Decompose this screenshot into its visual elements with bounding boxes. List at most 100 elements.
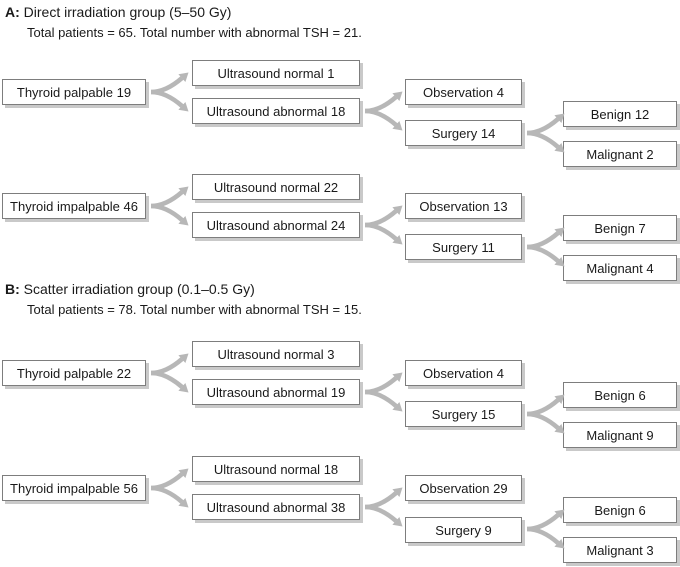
node-label: Ultrasound abnormal bbox=[206, 217, 328, 233]
node-label: Malignant bbox=[586, 542, 643, 558]
node-value: 38 bbox=[330, 499, 346, 515]
fork-arrow bbox=[148, 462, 194, 514]
node-thyroid-palpable: Thyroid palpable 22 bbox=[2, 360, 146, 386]
node-label: Surgery bbox=[435, 522, 481, 538]
node-ultrasound-normal: Ultrasound normal 3 bbox=[192, 341, 360, 367]
node-value: 19 bbox=[330, 384, 346, 400]
node-observation: Observation 29 bbox=[405, 475, 522, 501]
node-observation: Observation 13 bbox=[405, 193, 522, 219]
node-benign: Benign 12 bbox=[563, 101, 677, 127]
group-b-subtitle: Total patients = 78. Total number with a… bbox=[27, 302, 362, 317]
node-benign: Benign 7 bbox=[563, 215, 677, 241]
node-benign: Benign 6 bbox=[563, 497, 677, 523]
fork-arrow bbox=[362, 199, 408, 251]
node-value: 46 bbox=[123, 198, 138, 214]
node-value: 13 bbox=[493, 198, 508, 214]
node-value: 22 bbox=[323, 179, 339, 195]
node-label: Benign bbox=[594, 387, 635, 403]
node-label: Ultrasound normal bbox=[217, 65, 324, 81]
node-value: 56 bbox=[123, 480, 138, 496]
node-value: 9 bbox=[646, 427, 654, 443]
node-value: 24 bbox=[330, 217, 346, 233]
node-value: 14 bbox=[480, 125, 496, 141]
node-thyroid-impalpable: Thyroid impalpable 56 bbox=[2, 475, 146, 501]
node-label: Surgery bbox=[432, 239, 478, 255]
node-label: Observation bbox=[423, 365, 494, 381]
node-ultrasound-normal: Ultrasound normal 22 bbox=[192, 174, 360, 200]
node-value: 4 bbox=[496, 365, 504, 381]
node-label: Ultrasound normal bbox=[217, 346, 324, 362]
fork-arrow bbox=[524, 388, 570, 440]
node-label: Ultrasound abnormal bbox=[206, 103, 328, 119]
group-a-letter: A: bbox=[5, 4, 20, 20]
node-label: Thyroid impalpable bbox=[10, 480, 120, 496]
group-b-letter: B: bbox=[5, 281, 20, 297]
fork-arrow bbox=[148, 347, 194, 399]
node-label: Thyroid palpable bbox=[16, 365, 114, 381]
node-label: Benign bbox=[594, 502, 635, 518]
node-label: Surgery bbox=[431, 125, 478, 141]
node-value: 7 bbox=[638, 220, 646, 236]
node-value: 18 bbox=[323, 461, 339, 477]
node-label: Observation bbox=[419, 198, 490, 214]
node-value: 4 bbox=[496, 84, 504, 100]
node-label: Thyroid palpable bbox=[16, 84, 114, 100]
node-value: 6 bbox=[638, 502, 646, 518]
node-label: Observation bbox=[423, 84, 494, 100]
node-value: 29 bbox=[493, 480, 508, 496]
node-label: Malignant bbox=[586, 260, 643, 276]
node-surgery: Surgery 11 bbox=[405, 234, 522, 260]
node-malignant: Malignant 2 bbox=[563, 141, 677, 167]
node-value: 22 bbox=[116, 365, 132, 381]
node-ultrasound-abnormal: Ultrasound abnormal 18 bbox=[192, 98, 360, 124]
fork-arrow bbox=[362, 481, 408, 533]
node-value: 15 bbox=[480, 406, 496, 422]
fork-arrow bbox=[148, 66, 194, 118]
node-label: Benign bbox=[594, 220, 635, 236]
group-a-heading: A: Direct irradiation group (5–50 Gy) bbox=[5, 4, 231, 20]
node-label: Thyroid impalpable bbox=[10, 198, 120, 214]
node-label: Observation bbox=[419, 480, 490, 496]
node-value: 18 bbox=[330, 103, 346, 119]
fork-arrow bbox=[524, 503, 570, 555]
node-value: 4 bbox=[646, 260, 654, 276]
fork-arrow bbox=[524, 107, 570, 159]
node-value: 19 bbox=[116, 84, 132, 100]
fork-arrow bbox=[524, 221, 570, 273]
node-ultrasound-normal: Ultrasound normal 18 bbox=[192, 456, 360, 482]
node-observation: Observation 4 bbox=[405, 79, 522, 105]
node-thyroid-impalpable: Thyroid impalpable 46 bbox=[2, 193, 146, 219]
group-b-title: Scatter irradiation group (0.1–0.5 Gy) bbox=[23, 281, 255, 297]
fork-arrow bbox=[148, 180, 194, 232]
node-surgery: Surgery 9 bbox=[405, 517, 522, 543]
node-value: 12 bbox=[634, 106, 650, 122]
node-malignant: Malignant 9 bbox=[563, 422, 677, 448]
fork-arrow bbox=[362, 366, 408, 418]
node-label: Ultrasound abnormal bbox=[206, 384, 328, 400]
node-ultrasound-abnormal: Ultrasound abnormal 24 bbox=[192, 212, 360, 238]
node-ultrasound-abnormal: Ultrasound abnormal 19 bbox=[192, 379, 360, 405]
node-value: 1 bbox=[327, 65, 335, 81]
node-value: 3 bbox=[646, 542, 654, 558]
node-observation: Observation 4 bbox=[405, 360, 522, 386]
node-label: Malignant bbox=[586, 146, 643, 162]
node-value: 6 bbox=[638, 387, 646, 403]
node-surgery: Surgery 15 bbox=[405, 401, 522, 427]
group-a-subtitle: Total patients = 65. Total number with a… bbox=[27, 25, 362, 40]
node-benign: Benign 6 bbox=[563, 382, 677, 408]
node-value: 11 bbox=[481, 239, 495, 255]
node-ultrasound-normal: Ultrasound normal 1 bbox=[192, 60, 360, 86]
node-malignant: Malignant 4 bbox=[563, 255, 677, 281]
node-value: 2 bbox=[646, 146, 654, 162]
node-label: Ultrasound normal bbox=[213, 461, 321, 477]
node-label: Malignant bbox=[586, 427, 643, 443]
group-a-title: Direct irradiation group (5–50 Gy) bbox=[23, 4, 232, 20]
node-label: Ultrasound abnormal bbox=[206, 499, 328, 515]
node-value: 9 bbox=[484, 522, 492, 538]
fork-arrow bbox=[362, 85, 408, 137]
node-label: Ultrasound normal bbox=[213, 179, 321, 195]
group-b-heading: B: Scatter irradiation group (0.1–0.5 Gy… bbox=[5, 281, 255, 297]
node-ultrasound-abnormal: Ultrasound abnormal 38 bbox=[192, 494, 360, 520]
node-value: 3 bbox=[327, 346, 335, 362]
